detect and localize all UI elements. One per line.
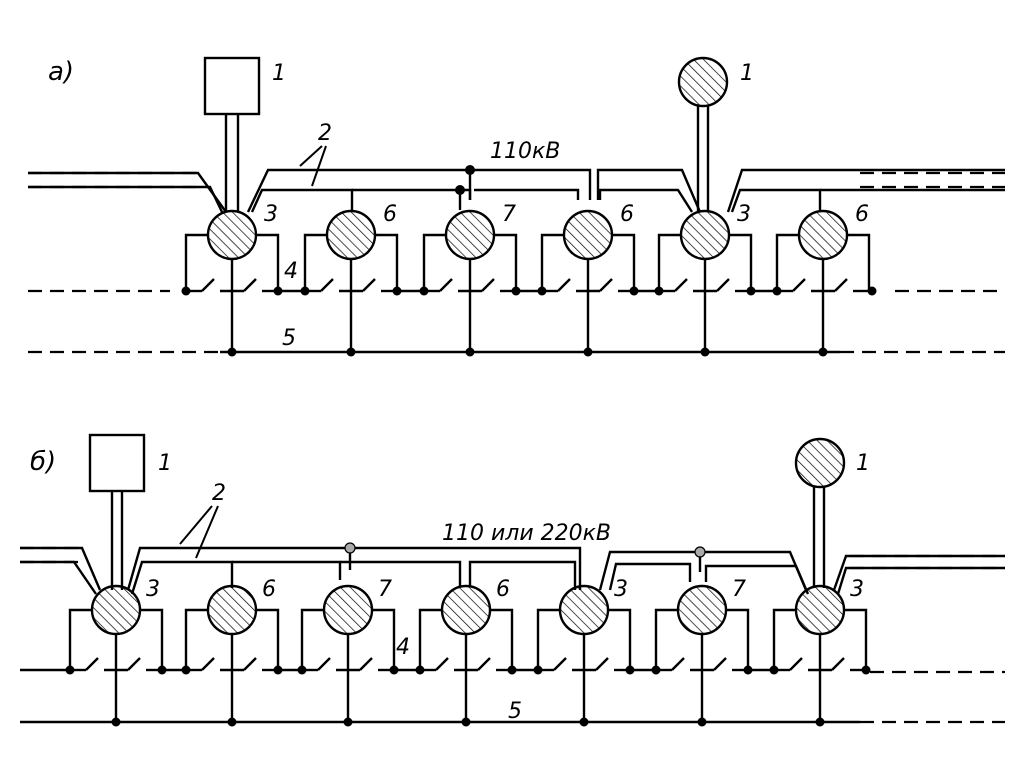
substation-label: 3	[614, 577, 628, 602]
bus-junction	[389, 665, 399, 675]
substation-label: 3	[850, 577, 864, 602]
substation-circle	[676, 584, 728, 636]
diagram-a: а) 1 1	[28, 56, 1005, 357]
substation-label: 7	[732, 577, 746, 602]
diagram-b-ground-label: 5	[508, 699, 522, 724]
bus-junction	[867, 286, 877, 296]
substation-node: 7	[422, 202, 547, 357]
diagram-a-busbar-label: 4	[284, 259, 298, 284]
diagram-b-junction	[344, 542, 356, 554]
diagram-b-source-label-2: 1	[856, 451, 870, 476]
diagram-a-label: а)	[48, 57, 74, 87]
substation-circle	[440, 584, 492, 636]
diagram-b: б) 1 1	[20, 433, 1005, 727]
substation-label: 6	[383, 202, 397, 227]
diagram-b-source-circle	[794, 437, 846, 489]
diagram-b-line-label: 2	[212, 481, 226, 506]
substation-circle	[797, 209, 849, 261]
diagram-a-line-label: 2	[318, 121, 332, 146]
substation-circle	[679, 209, 731, 261]
bus-junction	[65, 665, 75, 675]
bus-junction	[273, 286, 283, 296]
substation-circle	[206, 209, 258, 261]
substation-circle	[206, 584, 258, 636]
diagram-a-source-rect	[203, 56, 261, 116]
diagram-a-junction	[455, 185, 465, 195]
bus-junction	[157, 665, 167, 675]
bus-junction	[746, 286, 756, 296]
bus-junction	[861, 665, 871, 675]
substation-node: 6	[418, 577, 543, 727]
substation-node: 6	[540, 202, 664, 357]
substation-node: 6	[184, 577, 307, 727]
diagram-a-leader	[299, 145, 323, 167]
diagram-a-voltage: 110кВ	[490, 139, 560, 164]
substation-label: 3	[264, 202, 278, 227]
diagram-b-busbar-label: 4	[396, 635, 410, 660]
diagram-a-lines-2	[28, 106, 1005, 213]
substation-node: 6	[775, 202, 871, 357]
substation-circle	[322, 584, 374, 636]
bus-junction	[625, 665, 635, 675]
substation-label: 6	[262, 577, 276, 602]
substation-circle	[794, 584, 846, 636]
substation-label: 6	[855, 202, 869, 227]
diagram-a-source-label-1: 1	[272, 61, 286, 86]
diagram-a-leader	[311, 145, 327, 187]
substation-node: 7	[654, 577, 779, 727]
bus-junction	[181, 286, 191, 296]
substation-circle	[558, 584, 610, 636]
diagram-a-source-label-2: 1	[740, 61, 754, 86]
substation-label: 6	[496, 577, 510, 602]
substation-circle	[562, 209, 614, 261]
diagram-b-source-rect	[88, 433, 146, 493]
diagram-a-ground-label: 5	[282, 326, 296, 351]
bus-junction	[507, 665, 517, 675]
bus-junction	[743, 665, 753, 675]
substation-node: 3	[536, 577, 661, 727]
substation-node: 3	[68, 577, 191, 727]
substation-node: 3	[772, 577, 868, 727]
bus-junction	[511, 286, 521, 296]
bus-junction	[392, 286, 402, 296]
diagram-b-source-label-1: 1	[158, 451, 172, 476]
diagram-a-nodes: 3 6 7 6 3 6	[181, 202, 877, 357]
substation-label: 3	[737, 202, 751, 227]
diagram-a-junction	[465, 165, 475, 175]
substation-circle	[325, 209, 377, 261]
substation-node: 3	[184, 202, 310, 357]
diagram-b-label: б)	[30, 447, 56, 477]
bus-junction	[273, 665, 283, 675]
substation-label: 7	[378, 577, 392, 602]
diagram-b-leader	[195, 505, 219, 559]
diagram-b-nodes: 3 6 7 6 3 7 3	[20, 577, 871, 727]
diagram-a-source-circle	[677, 56, 729, 108]
substation-circle	[90, 584, 142, 636]
diagram-b-voltage: 110 или 220кВ	[442, 521, 611, 546]
substation-label: 7	[502, 202, 516, 227]
substation-node: 3	[657, 202, 782, 357]
substation-label: 3	[146, 577, 160, 602]
substation-label: 6	[620, 202, 634, 227]
diagram-b-junction	[694, 546, 706, 558]
substation-node: 6	[303, 202, 429, 357]
diagram-b-leader	[179, 505, 213, 545]
substation-circle	[444, 209, 496, 261]
bus-junction	[629, 286, 639, 296]
